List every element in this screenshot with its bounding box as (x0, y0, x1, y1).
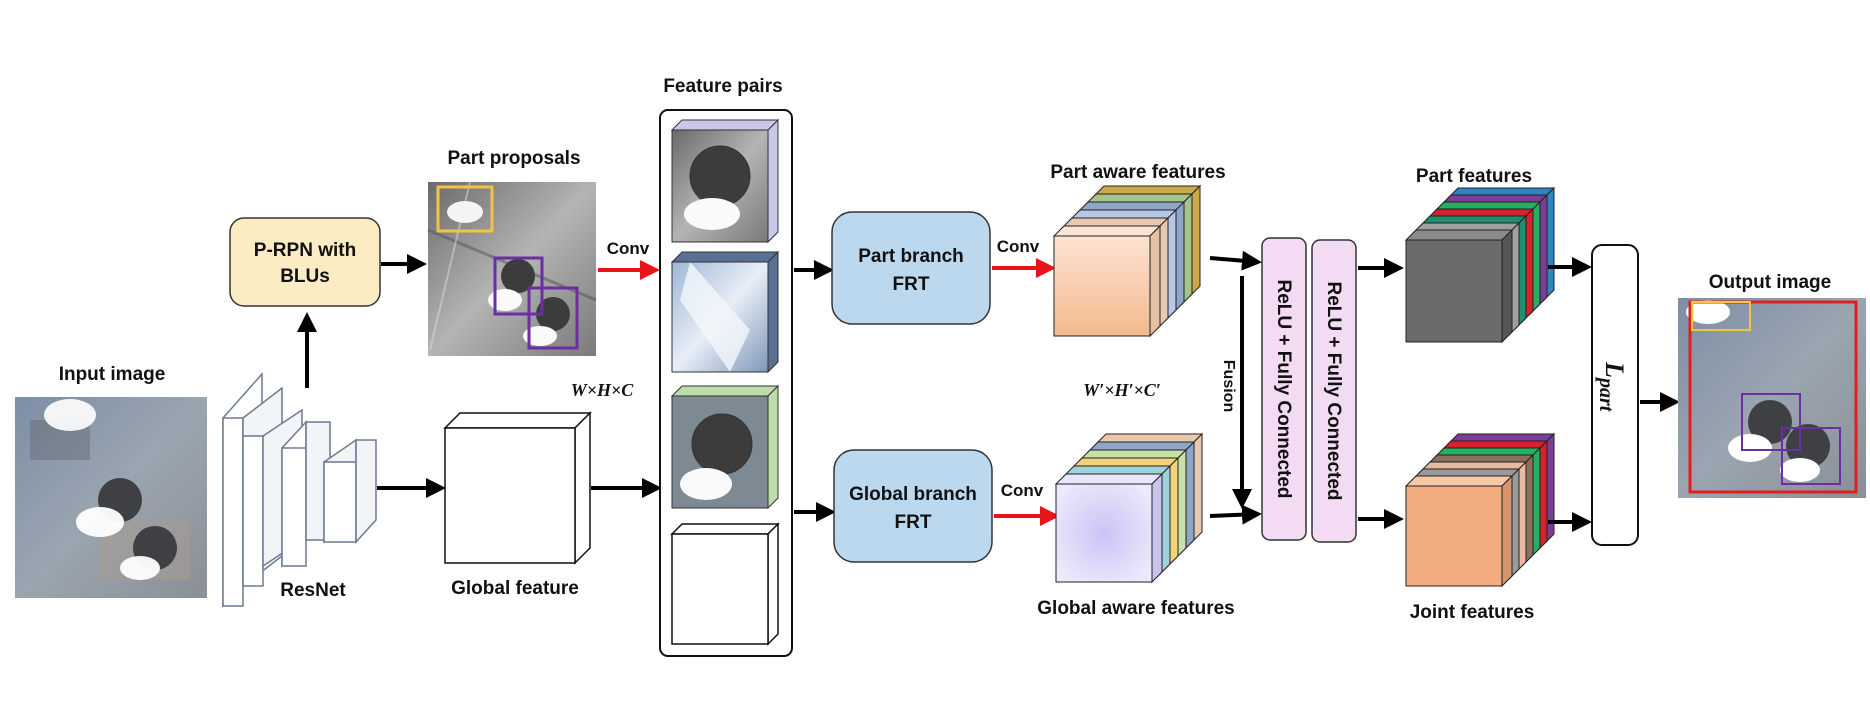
conv-label-proposals: Conv (607, 239, 650, 258)
conv-label-global: Conv (1001, 481, 1044, 500)
part-features-label: Part features (1416, 166, 1532, 187)
part-branch-label-line1: Part branch (858, 246, 964, 267)
relu-fc-box-2 (1311, 239, 1357, 543)
output-box-red (1688, 300, 1858, 494)
feature-pair-4 (670, 522, 780, 646)
joint-features-stack (1404, 432, 1556, 588)
resnet-blocks (222, 372, 377, 608)
arrow-part-aware-to-fc (1209, 250, 1262, 271)
loss-L: L (1600, 361, 1629, 378)
resnet-label: ResNet (280, 580, 346, 601)
part-proposals-image (427, 181, 597, 356)
part-aware-features-label: Part aware features (1050, 162, 1225, 183)
part-aware-features-stack (1052, 184, 1202, 338)
relu-fc-box-1 (1261, 237, 1307, 541)
relu-fc-label-2: ReLU + Fully Connected (1323, 281, 1344, 500)
proposal-box-purple-2 (527, 286, 579, 350)
prpn-label-line2: BLUs (280, 266, 330, 287)
prpn-label-line1: P-RPN with (254, 240, 356, 261)
input-image (15, 397, 207, 598)
global-feature-label: Global feature (451, 578, 579, 599)
part-features-stack (1404, 186, 1556, 344)
global-feature-cube (443, 411, 592, 565)
prpn-box (229, 217, 381, 307)
output-image-label: Output image (1709, 272, 1831, 293)
output-box-purple-1 (1741, 393, 1801, 451)
part-branch-box (831, 211, 991, 325)
loss-subscript: part (1595, 376, 1617, 413)
global-branch-label-line2: FRT (895, 512, 932, 533)
whc-prime-label: W′×H′×C′ (1083, 380, 1161, 400)
output-image (1678, 298, 1866, 498)
conv-label-part: Conv (997, 237, 1040, 256)
global-branch-box (833, 449, 993, 563)
proposal-box-yellow (436, 185, 494, 233)
feature-pair-1 (670, 118, 780, 244)
loss-box (1591, 244, 1639, 546)
feature-pairs-container (659, 109, 793, 657)
loss-formula: L part (1595, 361, 1629, 413)
global-branch-label-line1: Global branch (849, 484, 977, 505)
joint-features-label: Joint features (1410, 602, 1535, 623)
whc-label: W×H×C (571, 380, 635, 400)
part-proposals-label: Part proposals (447, 148, 580, 169)
part-branch-label-line2: FRT (893, 274, 930, 295)
output-box-purple-2 (1781, 427, 1841, 485)
arrow-global-aware-to-fc (1209, 504, 1262, 525)
relu-fc-label-1: ReLU + Fully Connected (1273, 279, 1294, 498)
global-aware-features-label: Global aware features (1037, 598, 1234, 619)
proposal-box-purple-1 (493, 256, 544, 316)
input-image-label: Input image (59, 364, 166, 385)
feature-pairs-label: Feature pairs (663, 76, 782, 97)
feature-pair-3 (670, 384, 780, 510)
output-box-yellow (1691, 301, 1751, 331)
fusion-label: Fusion (1220, 360, 1237, 412)
feature-pair-2 (670, 250, 780, 374)
global-aware-features-stack (1054, 432, 1204, 584)
